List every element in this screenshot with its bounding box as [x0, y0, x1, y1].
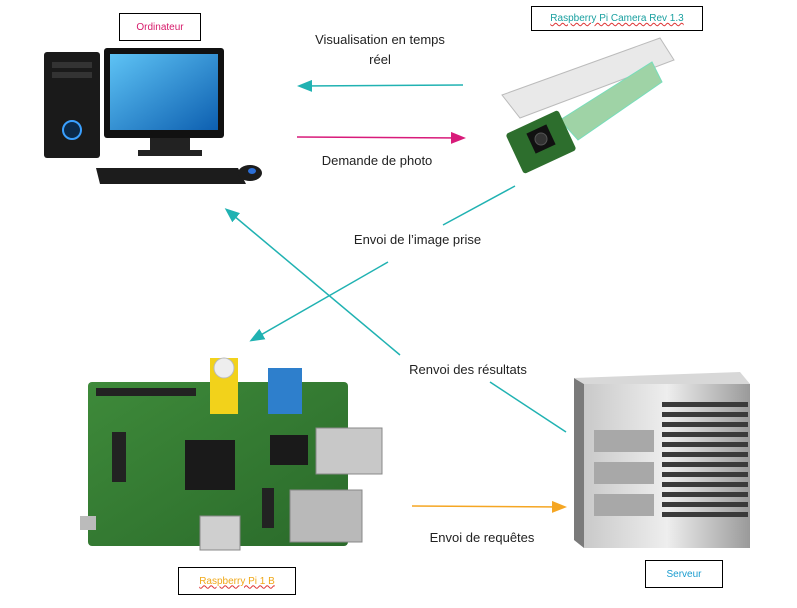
serveur-label: Serveur	[666, 568, 702, 580]
arrow-demande	[296, 131, 466, 144]
label-demande: Demande de photo	[321, 153, 433, 168]
server-icon	[574, 372, 750, 548]
label-visualisation: Visualisation en temps réel	[315, 32, 445, 67]
raspberry-box: Raspberry Pi 1 B	[178, 567, 296, 595]
computer-icon	[44, 48, 262, 184]
camera-label: Raspberry Pi Camera Rev 1.3	[550, 13, 684, 24]
arrow-envoi-image-bottom	[249, 261, 389, 342]
camera-box: Raspberry Pi Camera Rev 1.3	[531, 6, 703, 31]
camera-icon	[501, 37, 675, 174]
raspberry-label: Raspberry Pi 1 B	[199, 575, 275, 587]
label-renvoi: Renvoi des résultats	[409, 362, 527, 377]
label-envoi-image: Envoi de l’image prise	[353, 232, 482, 247]
arrow-visualisation	[297, 79, 464, 92]
arrow-envoi-image-top	[442, 185, 516, 226]
label-requetes: Envoi de requêtes	[429, 530, 535, 545]
arrow-renvoi-bottom	[489, 381, 567, 433]
serveur-box: Serveur	[645, 560, 723, 588]
arrow-requetes	[411, 500, 567, 513]
raspberry-pi-icon	[80, 357, 383, 551]
ordinateur-box: Ordinateur	[119, 13, 201, 41]
arrow-renvoi-top	[224, 208, 401, 356]
ordinateur-label: Ordinateur	[136, 21, 184, 33]
